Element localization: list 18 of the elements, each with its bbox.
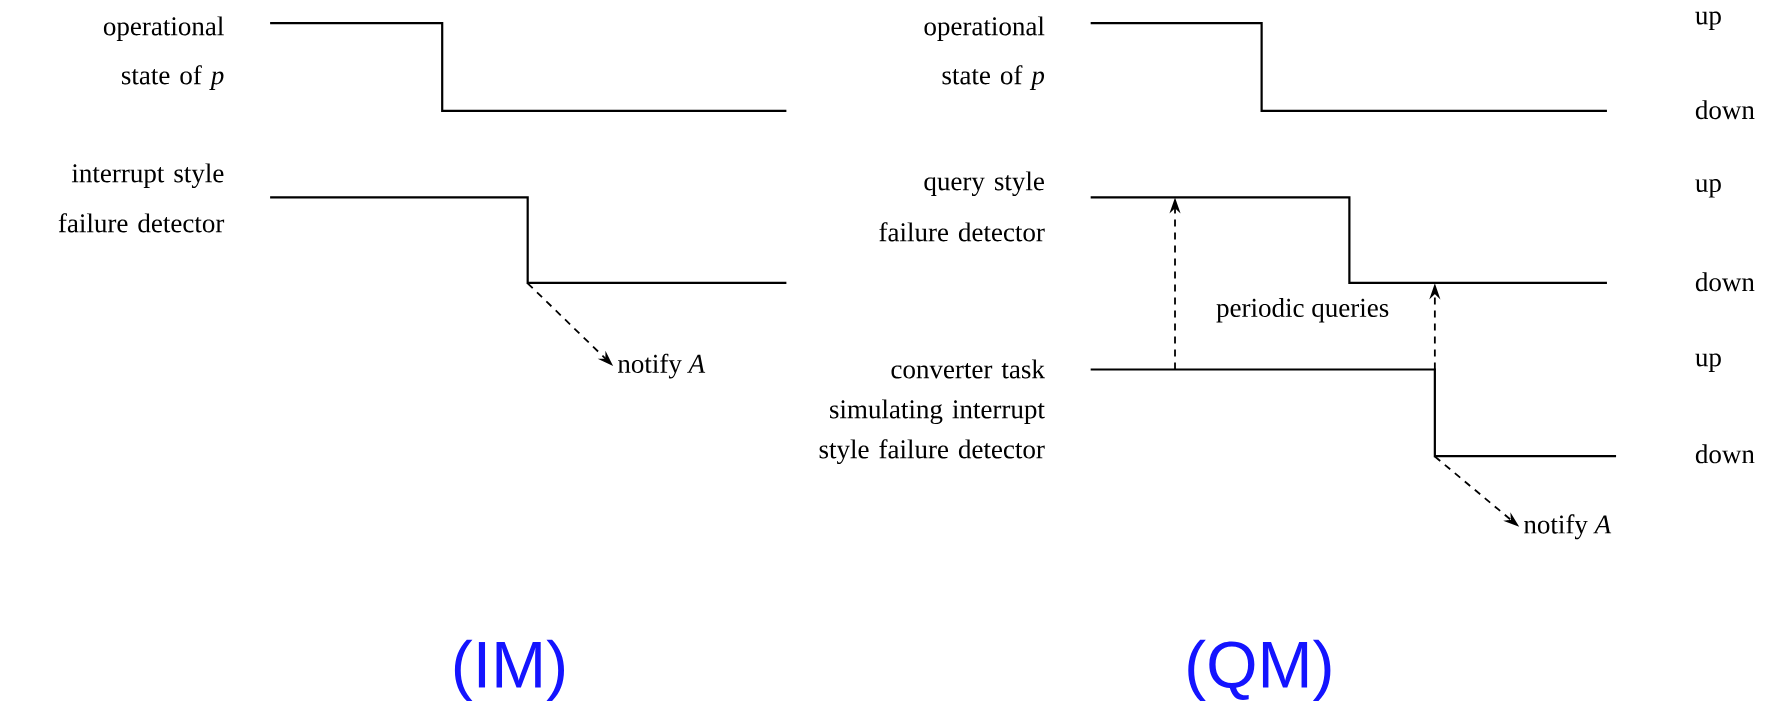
waveform [270,196,787,284]
panel-label: (QM) [1188,639,1331,702]
signal-label: converter task simulating interrupt style failure detector [819,359,1045,464]
level-label: up [1695,353,1721,372]
level-label: up [1695,179,1721,198]
notify-label: notify A [1524,514,1612,540]
level-label: down [1695,272,1755,292]
level-label: down [1695,100,1755,120]
waveform [1090,196,1607,284]
waveform [1090,21,1607,112]
waveform [270,21,787,112]
signal-label: interrupt style failure detector [58,163,225,233]
notify-label: notify A [618,353,706,379]
signal-label: query style failure detector [879,171,1045,242]
panel-label: (IM) [454,639,564,702]
level-label: up [1695,11,1721,30]
annotation-label: periodic queries [1214,296,1392,325]
waveform [1090,368,1617,458]
